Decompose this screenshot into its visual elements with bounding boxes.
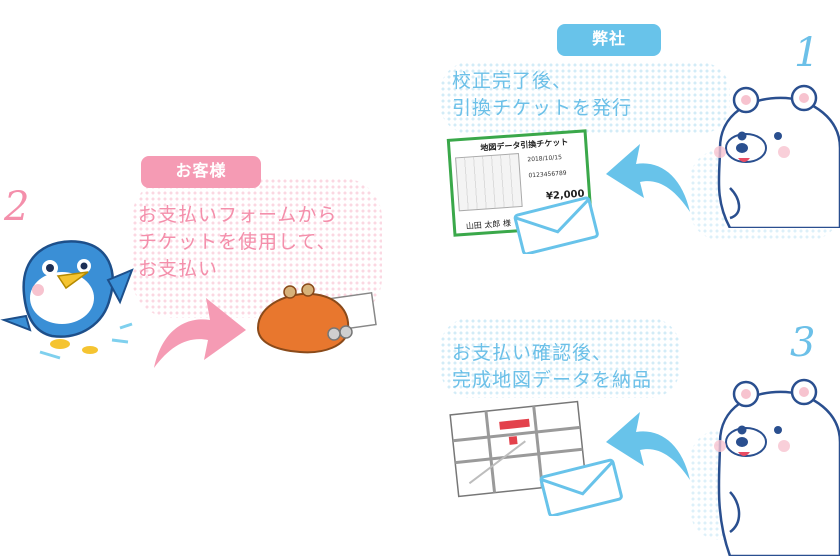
- arrow-left-icon-2: [606, 412, 690, 480]
- step1-text: 校正完了後、 引換チケットを発行: [452, 68, 632, 122]
- company-badge: 弊社: [557, 24, 661, 56]
- step3-line-2: 完成地図データを納品: [452, 369, 653, 391]
- map-document-icon: [449, 400, 587, 498]
- step1-line-2: 引換チケットを発行: [452, 97, 633, 119]
- polar-bear-icon-2: [714, 378, 840, 556]
- ticket-date: 2018/10/15: [527, 154, 563, 164]
- step2-line-3: お支払い: [138, 258, 219, 280]
- step3-text: お支払い確認後、 完成地図データを納品: [452, 340, 652, 394]
- arrow-left-icon-1: [606, 144, 690, 212]
- step2-line-2: チケットを使用して、: [138, 231, 337, 253]
- step2-text: お支払いフォームから チケットを使用して、 お支払い: [138, 202, 337, 283]
- step-number-3: 3: [790, 320, 816, 366]
- step-number-1: 1: [794, 30, 820, 76]
- step3-line-1: お支払い確認後、: [452, 342, 613, 364]
- bg-dots-step2: [132, 178, 382, 318]
- ticket-customer: 山田 太郎 様: [465, 218, 512, 231]
- penguin-icon: [0, 240, 134, 360]
- arrow-right-icon: [154, 298, 246, 368]
- envelope-icon-2: [539, 458, 623, 516]
- step2-line-1: お支払いフォームから: [138, 204, 338, 226]
- envelope-icon: [513, 196, 599, 254]
- step1-line-1: 校正完了後、: [452, 70, 573, 92]
- step-number-2: 2: [4, 184, 30, 230]
- bg-dots-step3: [440, 318, 680, 398]
- ticket-title: 地図データ引換チケット: [480, 137, 569, 153]
- bg-dots-step1: [440, 62, 730, 134]
- customer-badge: お客様: [141, 156, 261, 188]
- polar-bear-icon-1: [714, 84, 840, 228]
- coin-purse-icon: [256, 283, 377, 354]
- ticket-number: 0123456789: [528, 169, 567, 180]
